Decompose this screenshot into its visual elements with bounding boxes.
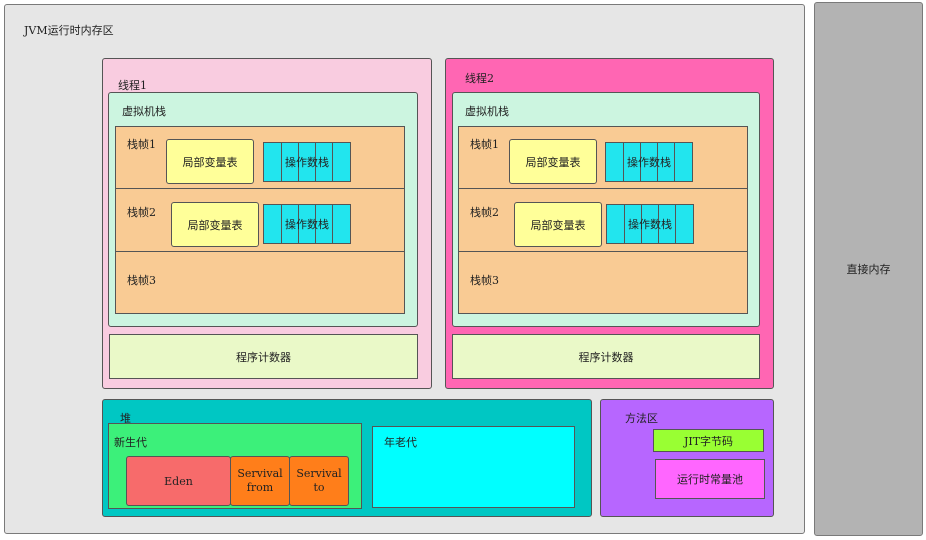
- thread-2-frame-2-label: 栈帧2: [470, 206, 499, 219]
- operand-stack-label: 操作数栈: [285, 218, 329, 231]
- thread-2-frame-1-local-vars: 局部变量表: [509, 139, 597, 184]
- stack-slot-divider: [315, 143, 316, 181]
- local-vars-label: 局部变量表: [530, 218, 586, 232]
- runtime-constant-pool-label: 运行时常量池: [677, 473, 743, 486]
- local-vars-label: 局部变量表: [525, 155, 581, 169]
- thread-1-vm-stack-label: 虚拟机栈: [122, 105, 166, 118]
- direct-memory-block: 直接内存: [814, 2, 923, 536]
- stack-slot-divider: [298, 205, 299, 243]
- stack-slot-divider: [641, 205, 642, 243]
- direct-memory-label: 直接内存: [846, 263, 891, 276]
- survivor-to-label: Servival to: [296, 467, 342, 494]
- jvm-title: JVM运行时内存区: [24, 24, 114, 37]
- stack-slot-divider: [623, 143, 624, 181]
- stack-slot-divider: [332, 143, 333, 181]
- thread-1-frame-2: [115, 188, 405, 252]
- stack-slot-divider: [315, 205, 316, 243]
- operand-stack-label: 操作数栈: [628, 218, 672, 231]
- stack-slot-divider: [640, 143, 641, 181]
- old-generation: [372, 426, 575, 508]
- thread-1-frame-1-operand-stack: 操作数栈: [263, 142, 351, 182]
- operand-stack-label: 操作数栈: [627, 156, 671, 169]
- thread-1-program-counter: 程序计数器: [109, 334, 418, 379]
- thread-1-frame-1-local-vars: 局部变量表: [166, 139, 254, 184]
- stack-slot-divider: [281, 205, 282, 243]
- thread-2-program-counter: 程序计数器: [452, 334, 760, 379]
- stack-slot-divider: [657, 143, 658, 181]
- thread-1-frame-3-label: 栈帧3: [127, 274, 156, 287]
- jit-bytecode: JIT字节码: [653, 429, 764, 452]
- survivor-to-space: Servival to: [289, 456, 349, 506]
- thread-2-frame-1-label: 栈帧1: [470, 138, 499, 151]
- runtime-constant-pool: 运行时常量池: [655, 459, 765, 499]
- survivor-from-space: Servival from: [230, 456, 290, 506]
- thread-1-frame-1: [115, 126, 405, 189]
- thread-1-frame-2-operand-stack: 操作数栈: [263, 204, 351, 244]
- thread-2-frame-2: [458, 188, 748, 252]
- thread-2-label: 线程2: [465, 72, 494, 85]
- stack-slot-divider: [281, 143, 282, 181]
- thread-2-frame-2-operand-stack: 操作数栈: [606, 204, 694, 244]
- stack-slot-divider: [674, 143, 675, 181]
- stack-slot-divider: [624, 205, 625, 243]
- stack-slot-divider: [658, 205, 659, 243]
- stack-slot-divider: [332, 205, 333, 243]
- eden-label: Eden: [164, 474, 193, 488]
- thread-2-frame-1-operand-stack: 操作数栈: [605, 142, 693, 182]
- young-generation-label: 新生代: [114, 436, 147, 449]
- eden-space: Eden: [126, 456, 231, 506]
- program-counter-label: 程序计数器: [236, 350, 291, 364]
- survivor-from-label: Servival from: [237, 467, 283, 494]
- old-generation-label: 年老代: [384, 436, 417, 449]
- stack-slot-divider: [675, 205, 676, 243]
- thread-1-label: 线程1: [118, 79, 147, 92]
- method-area-label: 方法区: [625, 412, 658, 425]
- thread-2-frame-3: [458, 251, 748, 314]
- operand-stack-label: 操作数栈: [285, 156, 329, 169]
- thread-2-frame-1: [458, 126, 748, 189]
- program-counter-label: 程序计数器: [578, 350, 634, 364]
- local-vars-label: 局部变量表: [182, 155, 238, 169]
- thread-2-vm-stack-label: 虚拟机栈: [465, 105, 509, 118]
- jit-bytecode-label: JIT字节码: [683, 434, 734, 448]
- thread-2-frame-3-label: 栈帧3: [470, 274, 499, 287]
- thread-1-frame-2-local-vars: 局部变量表: [171, 202, 259, 247]
- thread-2-frame-2-local-vars: 局部变量表: [514, 202, 602, 247]
- stack-slot-divider: [298, 143, 299, 181]
- heap-label: 堆: [120, 412, 131, 425]
- thread-1-frame-1-label: 栈帧1: [127, 138, 156, 151]
- thread-1-frame-3: [115, 251, 405, 314]
- local-vars-label: 局部变量表: [187, 218, 243, 232]
- thread-1-frame-2-label: 栈帧2: [127, 206, 156, 219]
